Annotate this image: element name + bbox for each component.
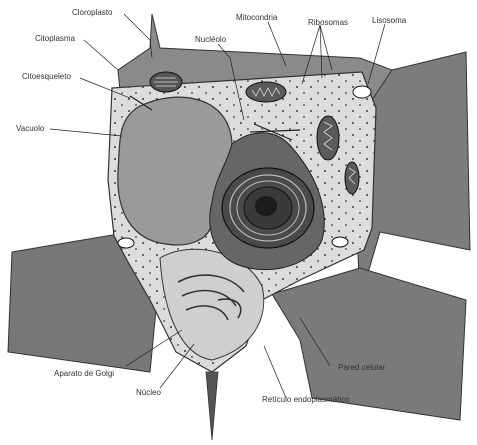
label-nucleolo: Nucléolo [195,35,227,44]
cell-wall-bottom-spike [206,372,218,440]
label-mitocondria: Mitocondria [236,13,278,22]
label-vacuolo: Vacuolo [16,124,45,133]
label-ribosomas: Ribosomas [308,18,348,27]
label-citoesqueleto: Citoesqueleto [22,72,71,81]
label-citoplasma: Citoplasma [35,34,76,43]
label-pared: Pared celular [338,363,385,372]
label-reticulo: Retículo endoplasmático [262,395,350,404]
nucleolus [255,196,277,216]
mitochondrion [317,116,339,160]
mitochondrion [345,162,359,194]
label-cloroplasto: Cloroplasto [72,8,113,17]
vesicle [118,238,134,248]
label-golgi: Aparato de Golgi [54,369,114,378]
vesicle [332,237,348,247]
mitochondrion [246,82,286,102]
chloroplast [150,72,182,92]
label-lisosoma: Lisosoma [372,16,407,25]
lysosome [353,86,371,98]
label-nucleo: Núcleo [136,388,161,397]
